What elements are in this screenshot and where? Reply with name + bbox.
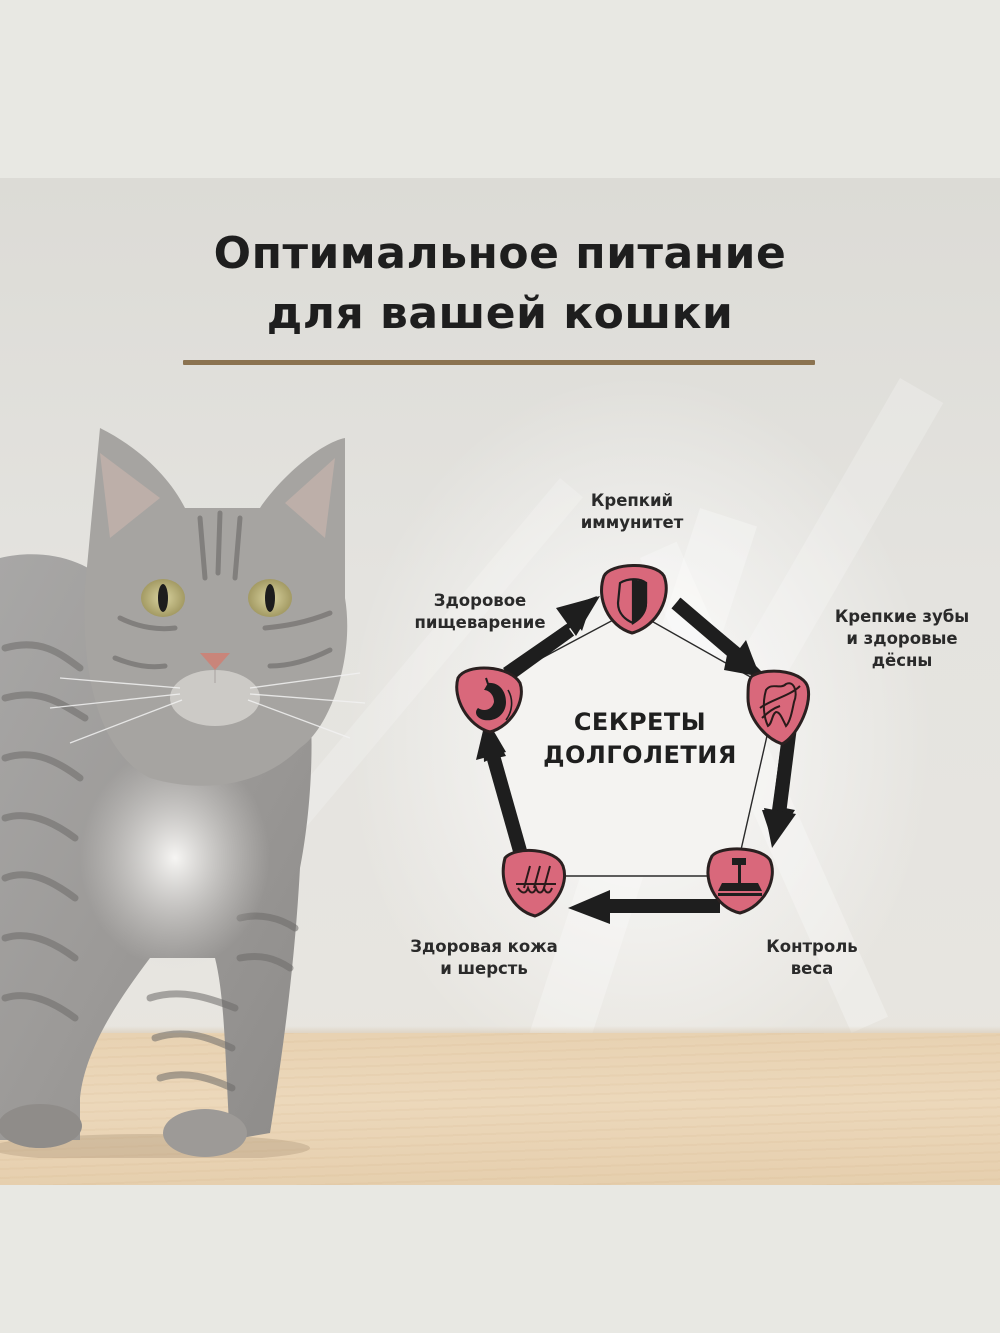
bottom-margin	[0, 1185, 1000, 1333]
top-margin	[0, 0, 1000, 178]
wooden-floor	[0, 1033, 1000, 1185]
floor-edge	[0, 1026, 1000, 1036]
title-underline	[183, 360, 815, 365]
title-line-1: Оптимальное питание	[213, 228, 787, 279]
shield-icon	[616, 578, 648, 625]
label-weight: Контроль веса	[766, 937, 858, 978]
label-skin: Здоровая кожа и шерсть	[410, 937, 558, 978]
center-title-line-1: СЕКРЕТЫ	[573, 708, 707, 736]
badge-digestion	[455, 666, 523, 734]
product-banner: Оптимальное питание для вашей кошки	[0, 178, 1000, 1185]
page-title: Оптимальное питание для вашей кошки	[0, 224, 1000, 344]
label-teeth: Крепкие зубы и здоровые дёсны	[834, 607, 970, 670]
hair-follicle-icon	[516, 865, 556, 894]
scale-icon	[718, 858, 762, 896]
diagram-center-title: СЕКРЕТЫ ДОЛГОЛЕТИЯ	[520, 706, 760, 772]
label-immunity: Крепкий иммунитет	[580, 491, 684, 532]
center-title-line-2: ДОЛГОЛЕТИЯ	[543, 741, 737, 769]
title-line-2: для вашей кошки	[266, 288, 734, 339]
cat-photo	[0, 428, 366, 1158]
stomach-icon	[476, 677, 513, 721]
label-digestion: Здоровое пищеварение	[414, 591, 546, 632]
longevity-cycle-diagram: СЕКРЕТЫ ДОЛГОЛЕТИЯ Крепкий иммунитет Кре…	[0, 178, 1000, 1185]
tooth-icon	[759, 682, 801, 728]
